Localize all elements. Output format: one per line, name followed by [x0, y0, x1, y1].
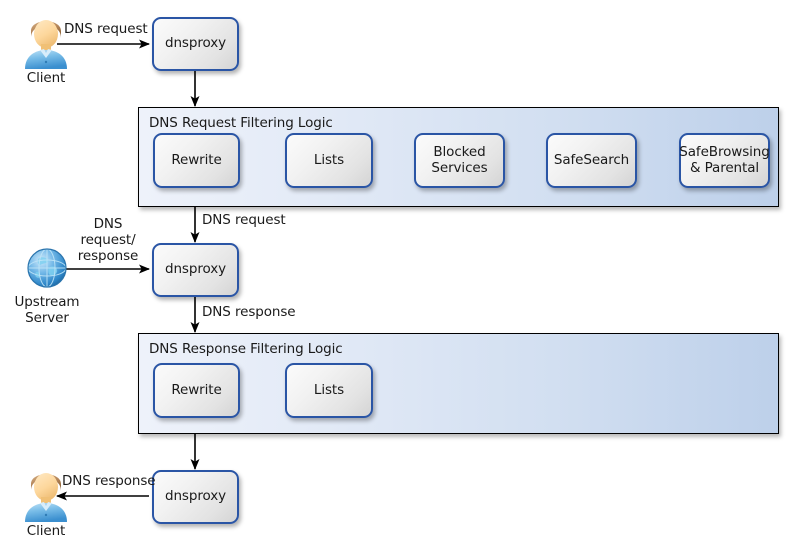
actor-caption-client-bottom: Client	[26, 523, 66, 539]
node-safesearch[interactable]: SafeSearch	[546, 133, 637, 188]
user-avatar-icon	[21, 465, 71, 523]
edge-label-dnsproxy-to-request-filter: DNS request	[202, 212, 286, 228]
node-dnsproxy-bottom[interactable]: dnsproxy	[152, 470, 239, 524]
edge-label-dnsproxy-to-response-filter: DNS response	[202, 304, 296, 320]
node-rewrite-request[interactable]: Rewrite	[153, 133, 240, 188]
panel-title-response-filtering: DNS Response Filtering Logic	[149, 341, 343, 357]
node-dnsproxy-top[interactable]: dnsproxy	[152, 17, 239, 71]
actor-caption-client-top: Client	[26, 70, 66, 86]
actor-caption-upstream-server: Upstream Server	[14, 294, 80, 327]
edge-label-dnsproxy-to-client: DNS response	[62, 473, 156, 489]
edge-label-client-to-dnsproxy: DNS request	[64, 21, 148, 37]
edge-label-upstream-exchange: DNS request/ response	[77, 216, 139, 265]
node-blocked-services[interactable]: Blocked Services	[414, 133, 505, 188]
node-lists-response[interactable]: Lists	[285, 363, 373, 418]
panel-dns-response-filtering: DNS Response Filtering Logic	[138, 333, 779, 434]
panel-title-request-filtering: DNS Request Filtering Logic	[149, 115, 333, 131]
node-rewrite-response[interactable]: Rewrite	[153, 363, 240, 418]
globe-icon	[22, 243, 72, 293]
user-avatar-icon	[21, 12, 71, 70]
node-dnsproxy-middle[interactable]: dnsproxy	[152, 243, 239, 297]
node-lists-request[interactable]: Lists	[285, 133, 373, 188]
node-safebrowsing-parental[interactable]: SafeBrowsing & Parental	[679, 133, 770, 188]
